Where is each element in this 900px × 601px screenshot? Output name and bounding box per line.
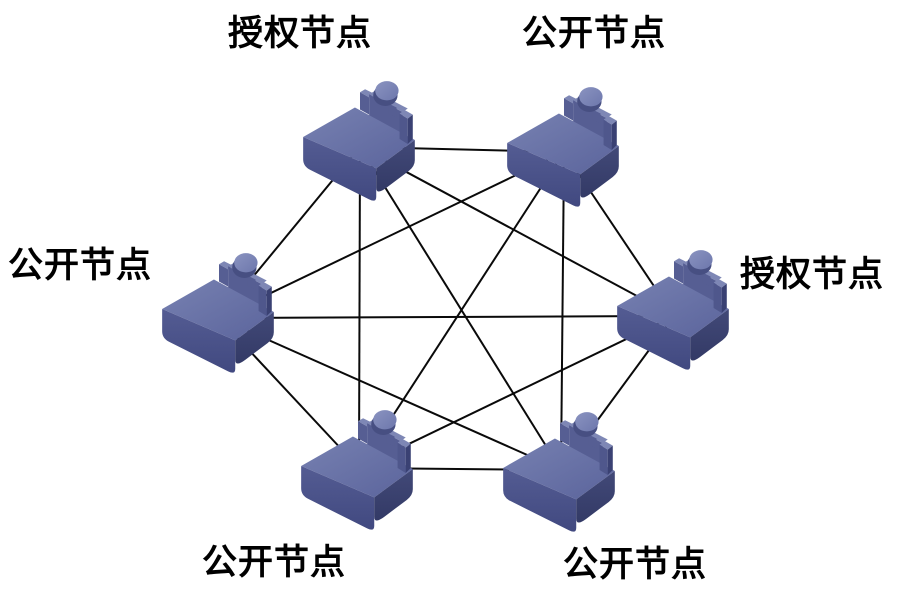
workstation-icon (297, 403, 419, 537)
edge-line (358, 146, 361, 469)
node-bottom-left (297, 403, 419, 537)
label-left: 公开节点 (8, 246, 153, 285)
node-right (613, 243, 735, 377)
label-bottom-left: 公开节点 (202, 543, 347, 582)
edge-line (358, 315, 675, 469)
edge-line (218, 317, 562, 471)
node-bottom-right (499, 405, 621, 539)
label-top-left: 授权节点 (228, 14, 373, 53)
edge-line (560, 151, 565, 471)
workstation-icon (158, 246, 280, 380)
label-right: 授权节点 (740, 255, 885, 294)
label-top-right: 公开节点 (522, 14, 667, 53)
workstation-icon (299, 74, 421, 208)
node-left (158, 246, 280, 380)
workstation-icon (499, 405, 621, 539)
edge-line (218, 315, 675, 319)
label-bottom-right: 公开节点 (563, 545, 708, 584)
edge-line (218, 151, 565, 319)
workstation-icon (613, 243, 735, 377)
edge-line (359, 146, 562, 471)
node-top-left (299, 74, 421, 208)
workstation-icon (503, 80, 625, 214)
node-top-right (503, 80, 625, 214)
edge-line (359, 146, 675, 317)
